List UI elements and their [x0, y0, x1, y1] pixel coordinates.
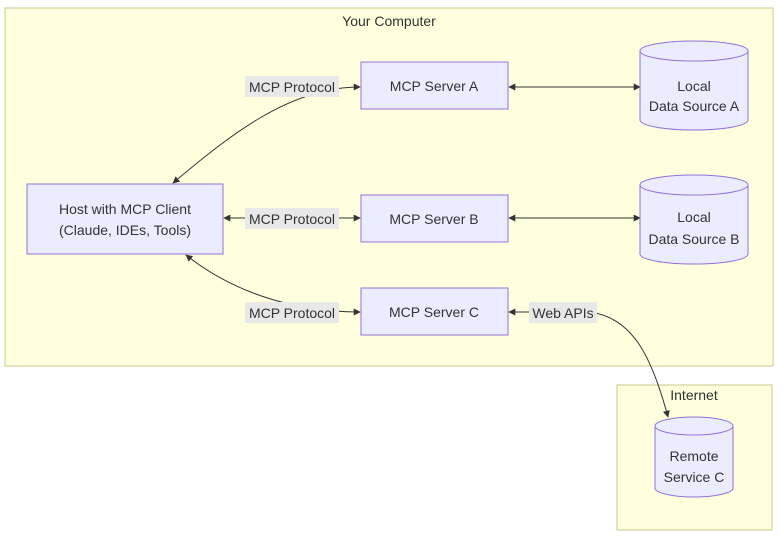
node-server-a: MCP Server A	[360, 61, 509, 110]
node-source-b-line-2: Data Source B	[648, 231, 739, 247]
edge-label-protocol-a: MCP Protocol	[245, 76, 339, 97]
node-remote-c-cylinder: Remote Service C	[654, 416, 734, 498]
edge-label-web-apis: Web APIs	[529, 302, 597, 323]
node-remote-c-line-1: Remote	[669, 448, 718, 464]
node-server-c: MCP Server C	[360, 287, 509, 336]
cluster-internet-label: Internet	[670, 387, 718, 403]
svg-text:MCP Protocol: MCP Protocol	[249, 79, 335, 95]
svg-text:MCP Protocol: MCP Protocol	[249, 305, 335, 321]
svg-text:MCP Server C: MCP Server C	[389, 304, 479, 320]
svg-text:MCP Server B: MCP Server B	[389, 211, 478, 227]
node-host-line-1: Host with MCP Client	[59, 201, 191, 217]
svg-text:MCP Server A: MCP Server A	[390, 78, 479, 94]
svg-text:MCP Protocol: MCP Protocol	[249, 211, 335, 227]
node-source-b-line-1: Local	[677, 209, 710, 225]
edge-label-protocol-b: MCP Protocol	[245, 208, 339, 229]
node-server-b: MCP Server B	[360, 194, 509, 243]
edge-label-protocol-c: MCP Protocol	[245, 302, 339, 323]
svg-text:Web APIs: Web APIs	[532, 305, 593, 321]
node-host: Host with MCP Client (Claude, IDEs, Tool…	[26, 183, 224, 255]
node-source-a-cylinder: Local Data Source A	[639, 40, 749, 131]
node-host-line-2: (Claude, IDEs, Tools)	[59, 222, 191, 238]
node-remote-c-line-2: Service C	[664, 469, 725, 485]
node-source-a-line-1: Local	[677, 78, 710, 94]
node-source-b-cylinder: Local Data Source B	[639, 174, 749, 265]
cluster-your-computer-label: Your Computer	[342, 13, 436, 29]
node-source-a-line-2: Data Source A	[649, 98, 740, 114]
